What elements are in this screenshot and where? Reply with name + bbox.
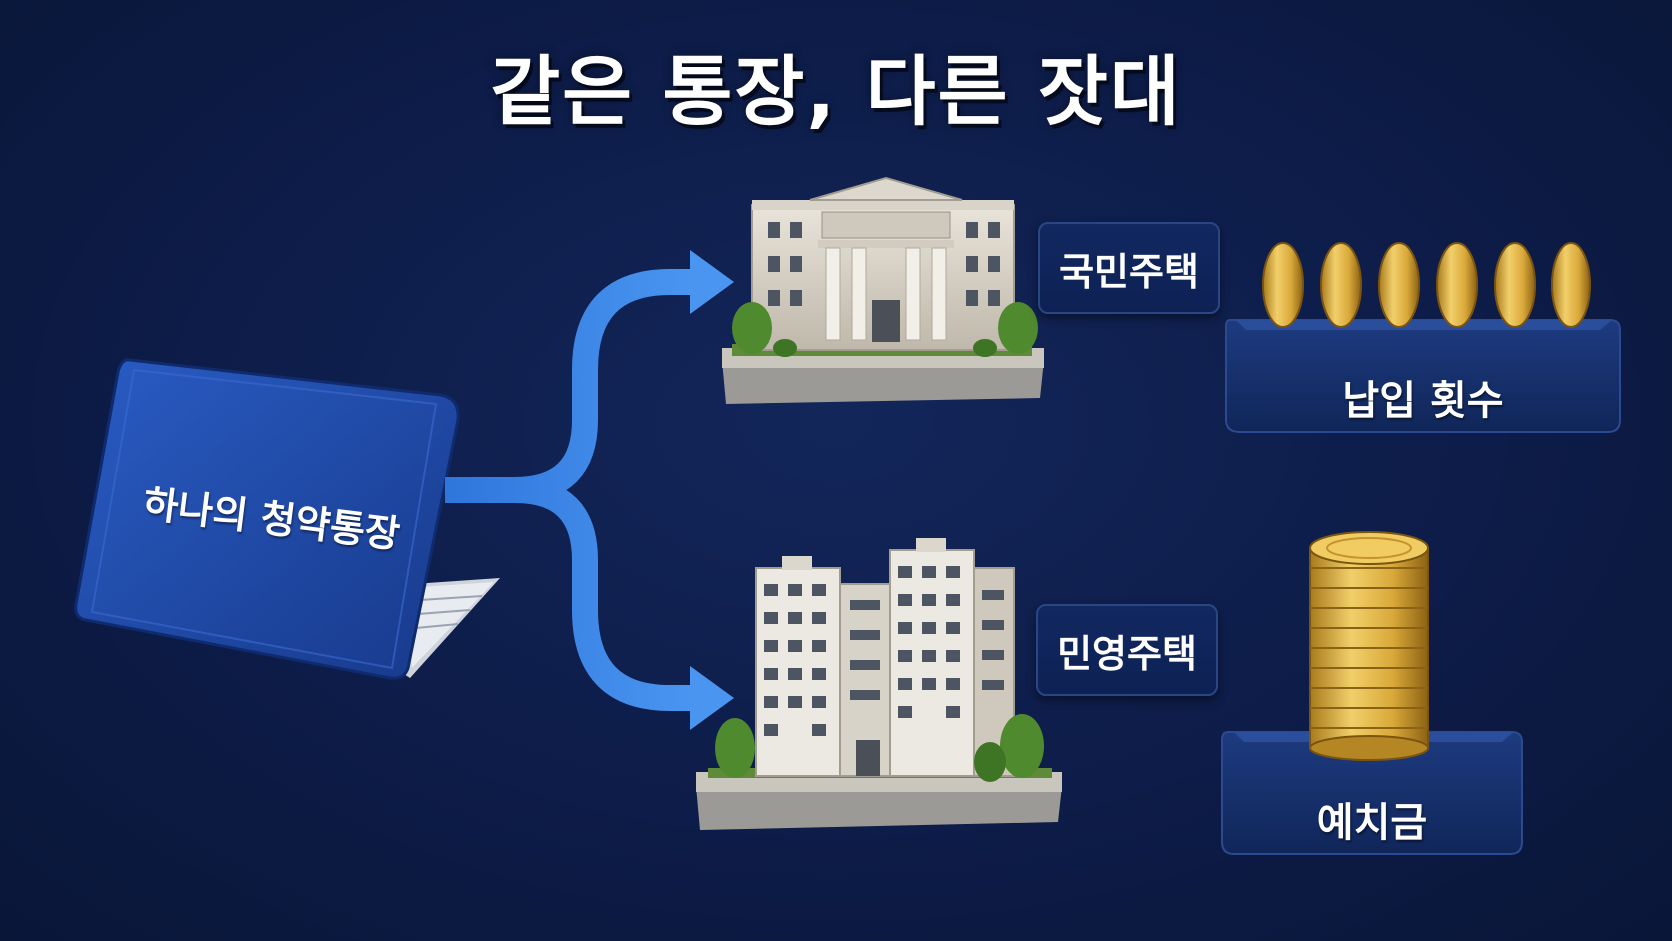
branch-label-private-housing: 민영주택: [1036, 604, 1218, 696]
passbook-icon: [74, 358, 500, 680]
coin-row-icon: [1225, 242, 1621, 433]
arrow-head-up-icon: [690, 250, 734, 314]
criterion-payment-count: 납입 횟수: [1342, 378, 1504, 424]
branch-label-national-housing: 국민주택: [1038, 222, 1220, 314]
apartment-building-icon: [696, 538, 1062, 830]
branch-arrows: [445, 250, 734, 730]
government-building-icon: [722, 176, 1044, 404]
coin-stack-icon: [1221, 531, 1523, 855]
page-title: 같은 통장, 다른 잣대: [490, 47, 1182, 136]
criterion-deposit: 예치금: [1316, 800, 1428, 846]
arrow-head-down-icon: [690, 666, 734, 730]
